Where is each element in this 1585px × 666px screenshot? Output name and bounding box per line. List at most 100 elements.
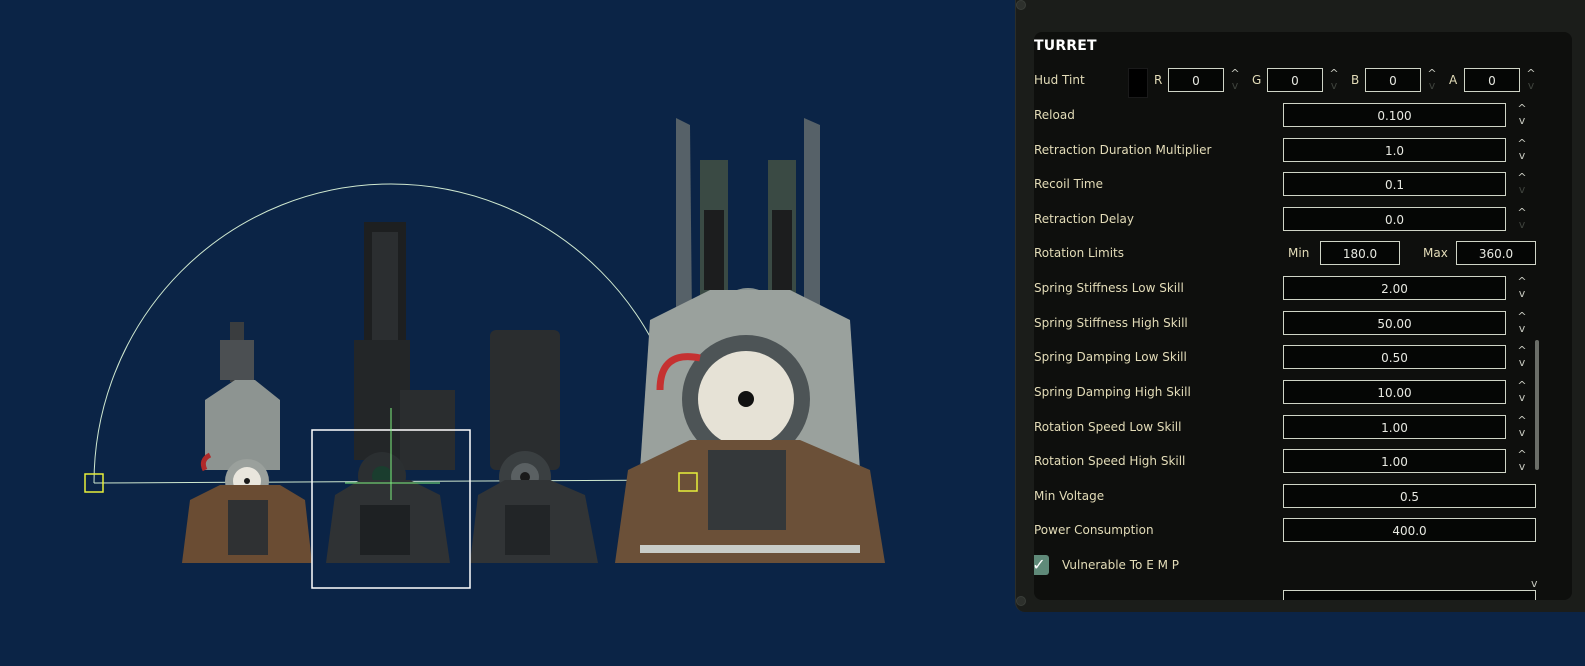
retraction-delay-row: Retraction Delay 0.0 ^v [1034, 207, 1572, 233]
spring-stiffness-low-stepper[interactable]: ^v [1515, 276, 1529, 302]
spring-damping-low-label: Spring Damping Low Skill [1034, 350, 1187, 364]
chevron-up-icon: ^ [1517, 275, 1527, 288]
chevron-up-icon: ^ [1329, 67, 1339, 80]
reload-input[interactable]: 0.100 [1283, 103, 1506, 127]
recoil-time-label: Recoil Time [1034, 177, 1103, 191]
spring-stiffness-high-label: Spring Stiffness High Skill [1034, 316, 1188, 330]
rotation-speed-high-row: Rotation Speed High Skill 1.00 ^v [1034, 449, 1572, 475]
chevron-up-icon: ^ [1517, 206, 1527, 219]
chevron-down-icon: v [1518, 287, 1526, 300]
vulnerable-emp-row: ✓ Vulnerable To E M P [1034, 553, 1572, 579]
hud-tint-b-input[interactable]: 0 [1365, 68, 1421, 92]
rotation-max-input[interactable]: 360.0 [1456, 241, 1536, 265]
retraction-duration-label: Retraction Duration Multiplier [1034, 143, 1212, 157]
spring-damping-high-stepper[interactable]: ^v [1515, 380, 1529, 406]
rotation-handle-icon [84, 473, 104, 493]
power-consumption-label: Power Consumption [1034, 523, 1154, 537]
recoil-time-input[interactable]: 0.1 [1283, 172, 1506, 196]
rotation-min-input[interactable]: 180.0 [1320, 241, 1400, 265]
chevron-up-icon: ^ [1517, 102, 1527, 115]
sprite-viewport[interactable] [0, 0, 1015, 666]
chevron-up-icon: ^ [1230, 67, 1240, 80]
min-voltage-label: Min Voltage [1034, 489, 1105, 503]
retraction-delay-stepper[interactable]: ^v [1515, 207, 1529, 233]
hud-tint-r-input[interactable]: 0 [1168, 68, 1224, 92]
chevron-up-icon: ^ [1517, 310, 1527, 323]
chevron-down-icon: v [1231, 79, 1239, 92]
turret-properties: TURRET Hud Tint R 0 ^v G 0 ^v B 0 ^v A 0… [1034, 32, 1572, 600]
retraction-duration-stepper[interactable]: ^v [1515, 138, 1529, 164]
hud-tint-row: Hud Tint R 0 ^v G 0 ^v B 0 ^v A 0 ^v [1034, 68, 1572, 98]
hud-tint-swatch[interactable] [1128, 68, 1148, 98]
power-consumption-row: Power Consumption 400.0 [1034, 518, 1572, 544]
retraction-duration-input[interactable]: 1.0 [1283, 138, 1506, 162]
reload-row: Reload 0.100 ^v [1034, 103, 1572, 129]
rotation-speed-low-row: Rotation Speed Low Skill 1.00 ^v [1034, 415, 1572, 441]
rotation-limits-label: Rotation Limits [1034, 246, 1124, 260]
spring-damping-low-stepper[interactable]: ^v [1515, 345, 1529, 371]
chevron-down-icon: v [1518, 218, 1526, 231]
chevron-up-icon: ^ [1517, 171, 1527, 184]
hud-tint-b-stepper[interactable]: ^v [1425, 68, 1439, 94]
hud-tint-a-input[interactable]: 0 [1464, 68, 1520, 92]
chevron-down-icon: v [1428, 79, 1436, 92]
hud-tint-g-input[interactable]: 0 [1267, 68, 1323, 92]
g-label: G [1252, 73, 1262, 87]
rotation-speed-low-stepper[interactable]: ^v [1515, 415, 1529, 441]
rotation-speed-low-input[interactable]: 1.00 [1283, 415, 1506, 439]
recoil-time-stepper[interactable]: ^v [1515, 172, 1529, 198]
panel-scrollbar[interactable] [1535, 340, 1539, 470]
rotation-speed-high-stepper[interactable]: ^v [1515, 449, 1529, 475]
chevron-down-icon: v [1518, 460, 1526, 473]
chevron-up-icon: ^ [1517, 379, 1527, 392]
chevron-up-icon: ^ [1526, 67, 1536, 80]
vulnerable-emp-label: Vulnerable To E M P [1062, 558, 1180, 572]
rivet-icon [1016, 596, 1026, 606]
hud-tint-g-stepper[interactable]: ^v [1327, 68, 1341, 94]
min-voltage-row: Min Voltage 0.5 [1034, 484, 1572, 510]
hud-tint-a-stepper[interactable]: ^v [1524, 68, 1538, 94]
spring-stiffness-high-stepper[interactable]: ^v [1515, 311, 1529, 337]
vulnerable-emp-checkbox[interactable]: ✓ [1034, 555, 1049, 575]
rotation-speed-low-label: Rotation Speed Low Skill [1034, 420, 1182, 434]
spring-stiffness-low-label: Spring Stiffness Low Skill [1034, 281, 1184, 295]
spring-stiffness-high-input[interactable]: 50.00 [1283, 311, 1506, 335]
spring-damping-low-input[interactable]: 0.50 [1283, 345, 1506, 369]
retraction-delay-input[interactable]: 0.0 [1283, 207, 1506, 231]
chevron-down-icon: v [1518, 322, 1526, 335]
spring-damping-low-row: Spring Damping Low Skill 0.50 ^v [1034, 345, 1572, 371]
rotation-speed-high-input[interactable]: 1.00 [1283, 449, 1506, 473]
rotation-limits-row: Rotation Limits Min 180.0 Max 360.0 [1034, 241, 1572, 267]
chevron-down-icon: v [1330, 79, 1338, 92]
chevron-up-icon: ^ [1517, 448, 1527, 461]
spring-stiffness-high-row: Spring Stiffness High Skill 50.00 ^v [1034, 311, 1572, 337]
viewport-canvas[interactable] [0, 0, 1015, 666]
turret-base-sprite [470, 330, 598, 563]
chevron-down-icon: v [1518, 356, 1526, 369]
properties-panel: TURRET Hud Tint R 0 ^v G 0 ^v B 0 ^v A 0… [1015, 0, 1585, 612]
chevron-up-icon: ^ [1427, 67, 1437, 80]
reload-stepper[interactable]: ^v [1515, 103, 1529, 129]
scroll-down-icon[interactable]: v [1531, 577, 1538, 590]
rotation-speed-high-label: Rotation Speed High Skill [1034, 454, 1186, 468]
chevron-down-icon: v [1518, 149, 1526, 162]
chevron-down-icon: v [1527, 79, 1535, 92]
spring-stiffness-low-row: Spring Stiffness Low Skill 2.00 ^v [1034, 276, 1572, 302]
a-label: A [1449, 73, 1458, 87]
turret-sprite-small [182, 322, 312, 563]
spring-stiffness-low-input[interactable]: 2.00 [1283, 276, 1506, 300]
chevron-down-icon: v [1518, 183, 1526, 196]
retraction-duration-row: Retraction Duration Multiplier 1.0 ^v [1034, 138, 1572, 164]
min-voltage-input[interactable]: 0.5 [1283, 484, 1536, 508]
hud-tint-r-stepper[interactable]: ^v [1228, 68, 1242, 94]
check-icon: ✓ [1034, 555, 1046, 574]
chevron-down-icon: v [1518, 426, 1526, 439]
spring-damping-high-input[interactable]: 10.00 [1283, 380, 1506, 404]
chevron-up-icon: ^ [1517, 414, 1527, 427]
chevron-down-icon: v [1518, 114, 1526, 127]
panel-title: TURRET [1034, 38, 1097, 54]
rivet-icon [1016, 0, 1026, 10]
next-field-input[interactable] [1283, 590, 1536, 600]
power-consumption-input[interactable]: 400.0 [1283, 518, 1536, 542]
b-label: B [1351, 73, 1360, 87]
